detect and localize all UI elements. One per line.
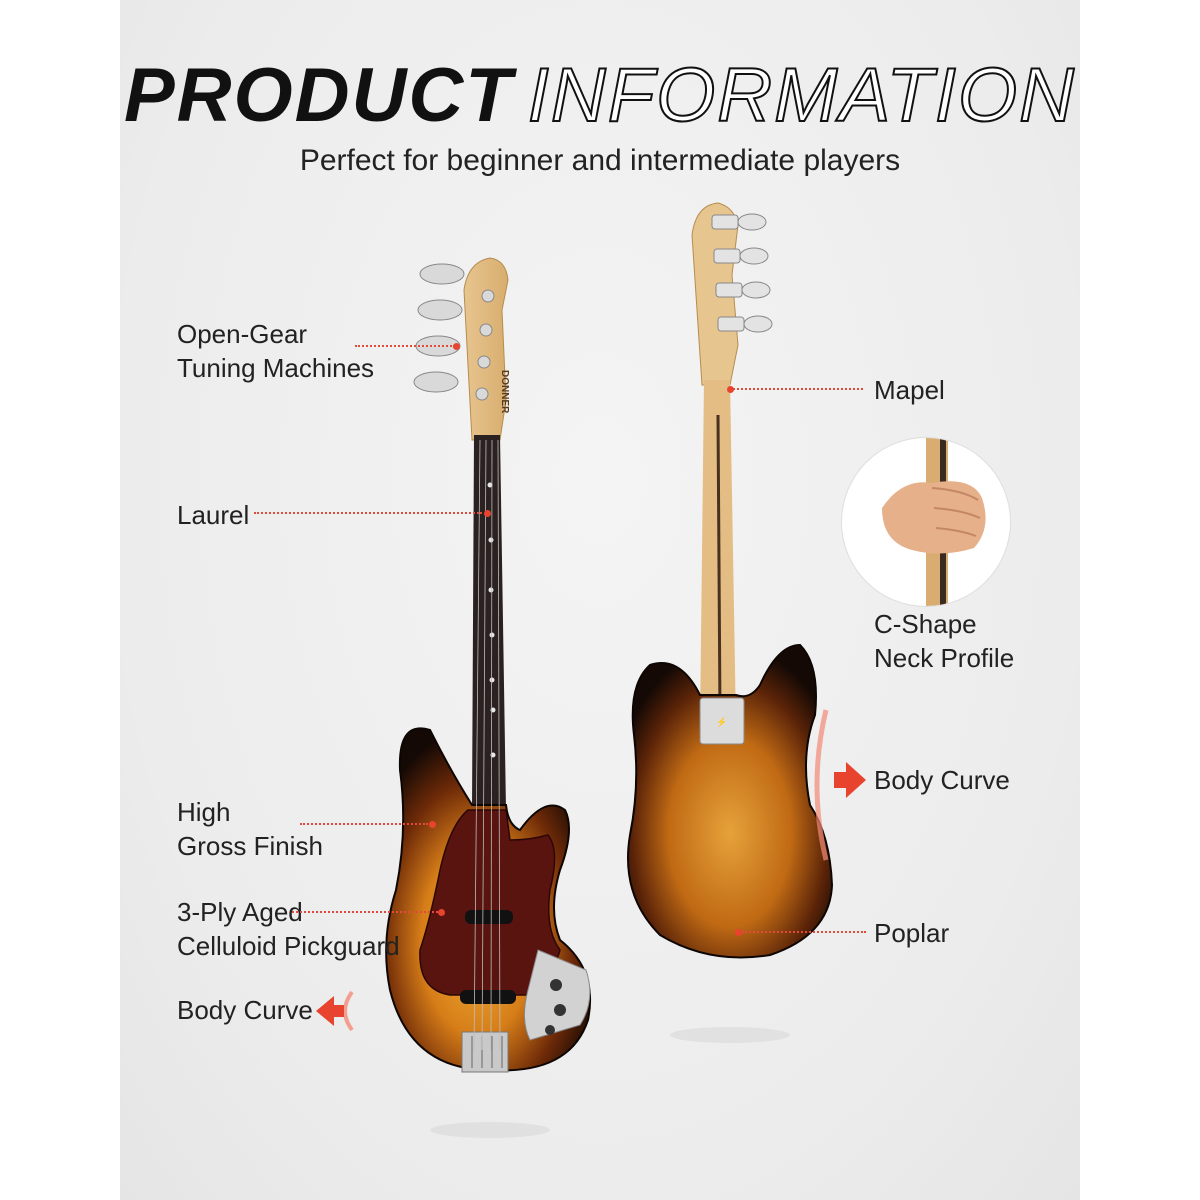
label-finish: High Gross Finish bbox=[177, 797, 323, 861]
label-body-curve-right: Body Curve bbox=[874, 765, 1010, 795]
back-guitar-image: ⚡ bbox=[627, 202, 834, 1043]
back-tuners bbox=[711, 213, 773, 333]
front-guitar-image: DONNER bbox=[385, 257, 592, 1138]
arrow-left-icon bbox=[316, 990, 354, 1032]
front-pickup-bridge bbox=[460, 990, 516, 1004]
label-neck-profile: C-Shape Neck Profile bbox=[874, 609, 1015, 673]
dot-poplar bbox=[735, 929, 742, 936]
front-strings bbox=[473, 439, 501, 1051]
back-neck-plate bbox=[699, 697, 745, 745]
dot-tuning bbox=[453, 343, 460, 350]
front-tuners bbox=[413, 263, 495, 401]
label-tuning-machines: Open-Gear Tuning Machines bbox=[177, 319, 375, 383]
arrow-right-icon bbox=[814, 709, 866, 861]
leader-laurel bbox=[254, 512, 482, 514]
label-mapel: Mapel bbox=[874, 375, 945, 405]
page-subtitle: Perfect for beginner and intermediate pl… bbox=[299, 144, 901, 177]
front-control-plate bbox=[524, 949, 591, 1041]
leader-finish bbox=[300, 823, 428, 825]
dot-finish bbox=[429, 821, 436, 828]
leader-poplar bbox=[742, 931, 866, 933]
label-body-curve-left: Body Curve bbox=[177, 995, 313, 1025]
dot-pickguard bbox=[438, 909, 445, 916]
svg-text:⚡: ⚡ bbox=[716, 716, 727, 728]
front-fretboard bbox=[472, 435, 506, 810]
front-bridge bbox=[461, 1031, 509, 1073]
title-outline-word: INFORMATION bbox=[527, 52, 1077, 139]
back-body bbox=[627, 643, 834, 959]
neck-profile-photo bbox=[842, 438, 1010, 606]
leader-pickguard bbox=[292, 911, 438, 913]
label-pickguard: 3-Ply Aged Celluloid Pickguard bbox=[177, 897, 400, 961]
label-laurel: Laurel bbox=[177, 500, 250, 530]
dot-mapel bbox=[727, 386, 734, 393]
front-headstock bbox=[463, 257, 509, 441]
front-pickup-neck bbox=[465, 910, 513, 924]
label-poplar: Poplar bbox=[874, 918, 950, 948]
leader-tuning bbox=[355, 345, 455, 347]
leader-mapel bbox=[733, 388, 863, 390]
title-bold-word: PRODUCT bbox=[123, 53, 514, 138]
hand-grip-icon bbox=[882, 438, 986, 606]
dot-laurel bbox=[484, 510, 491, 517]
headstock-logo: DONNER bbox=[499, 370, 510, 414]
